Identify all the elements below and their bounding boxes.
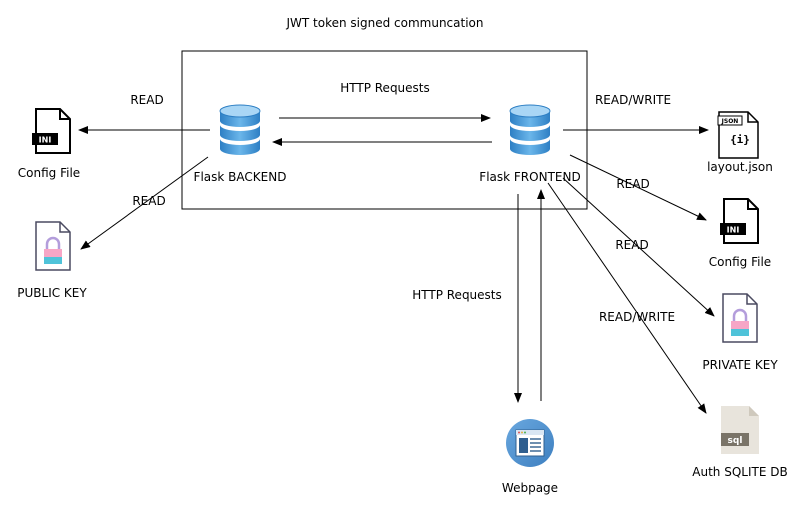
edge-label-frontend-config: READ [616,177,649,191]
backend-label: Flask BACKEND [194,170,287,184]
sql-file-icon: sql [721,406,759,454]
edge-label-frontend-layout: READ/WRITE [595,93,671,107]
edge-label-frontend-private-key: READ [615,238,648,252]
json-glyph: {i} [730,133,750,146]
ini-file-icon: INI [32,108,71,154]
private-key-label: PRIVATE KEY [702,358,778,372]
edge-backend-public-key [80,156,209,250]
locked-file-icon [35,221,71,271]
webpage-label: Webpage [502,481,558,495]
auth-db-label: Auth SQLITE DB [692,465,787,479]
public-key-label: PUBLIC KEY [17,286,87,300]
locked-file-icon [722,293,758,343]
edges [78,114,715,414]
json-file-icon: JSON {i} [717,111,759,159]
config-file-right-label: Config File [709,255,771,269]
edge-frontend-db [547,182,707,414]
database-icon [219,104,261,155]
webpage-icon [506,419,554,467]
diagram-title: JWT token signed communcation [285,16,483,30]
layout-json-label: layout.json [707,160,773,174]
sql-badge: sql [728,436,743,446]
edge-label-backend-config: READ [130,93,163,107]
database-icon [509,104,551,155]
frontend-label: Flask FRONTEND [479,170,580,184]
ini-file-icon: INI [720,198,759,244]
ini-badge: INI [39,136,52,145]
edge-label-backend-public-key: READ [132,194,165,208]
json-badge: JSON [721,118,739,125]
ini-badge: INI [727,226,740,235]
edge-label-frontend-db: READ/WRITE [599,310,675,324]
config-file-left-label: Config File [18,166,80,180]
edge-frontend-private-key [562,177,715,317]
edge-frontend-config [569,154,707,221]
edge-label-backend-frontend: HTTP Requests [340,81,430,95]
edge-label-frontend-webpage: HTTP Requests [412,288,502,302]
server-boundary [181,50,588,210]
